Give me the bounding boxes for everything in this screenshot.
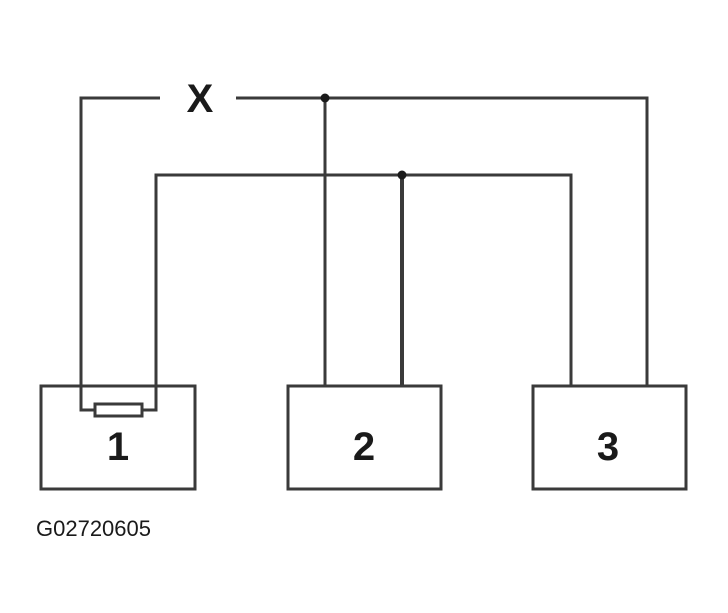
component-2-label: 2 xyxy=(353,425,375,469)
component-1-internal-wire xyxy=(79,386,158,412)
lower-circuit xyxy=(154,170,573,410)
component-3-box xyxy=(531,384,688,491)
component-1-label: 1 xyxy=(107,425,129,469)
junction-dot-icon xyxy=(320,93,330,103)
fuse-icon xyxy=(93,402,144,418)
component-2-box xyxy=(286,384,443,491)
component-1: 1 xyxy=(39,384,197,491)
upper-wire-right-segment xyxy=(236,96,649,386)
upper-wire-left-segment xyxy=(79,96,160,410)
component-3: 3 xyxy=(531,384,688,491)
break-marker: X xyxy=(187,77,214,121)
component-2: 2 xyxy=(286,384,443,491)
figure-id: G02720605 xyxy=(36,516,151,541)
component-3-label: 3 xyxy=(597,425,619,469)
upper-circuit xyxy=(79,93,649,410)
junction-dot-icon xyxy=(397,170,407,180)
lower-wire xyxy=(154,173,573,410)
